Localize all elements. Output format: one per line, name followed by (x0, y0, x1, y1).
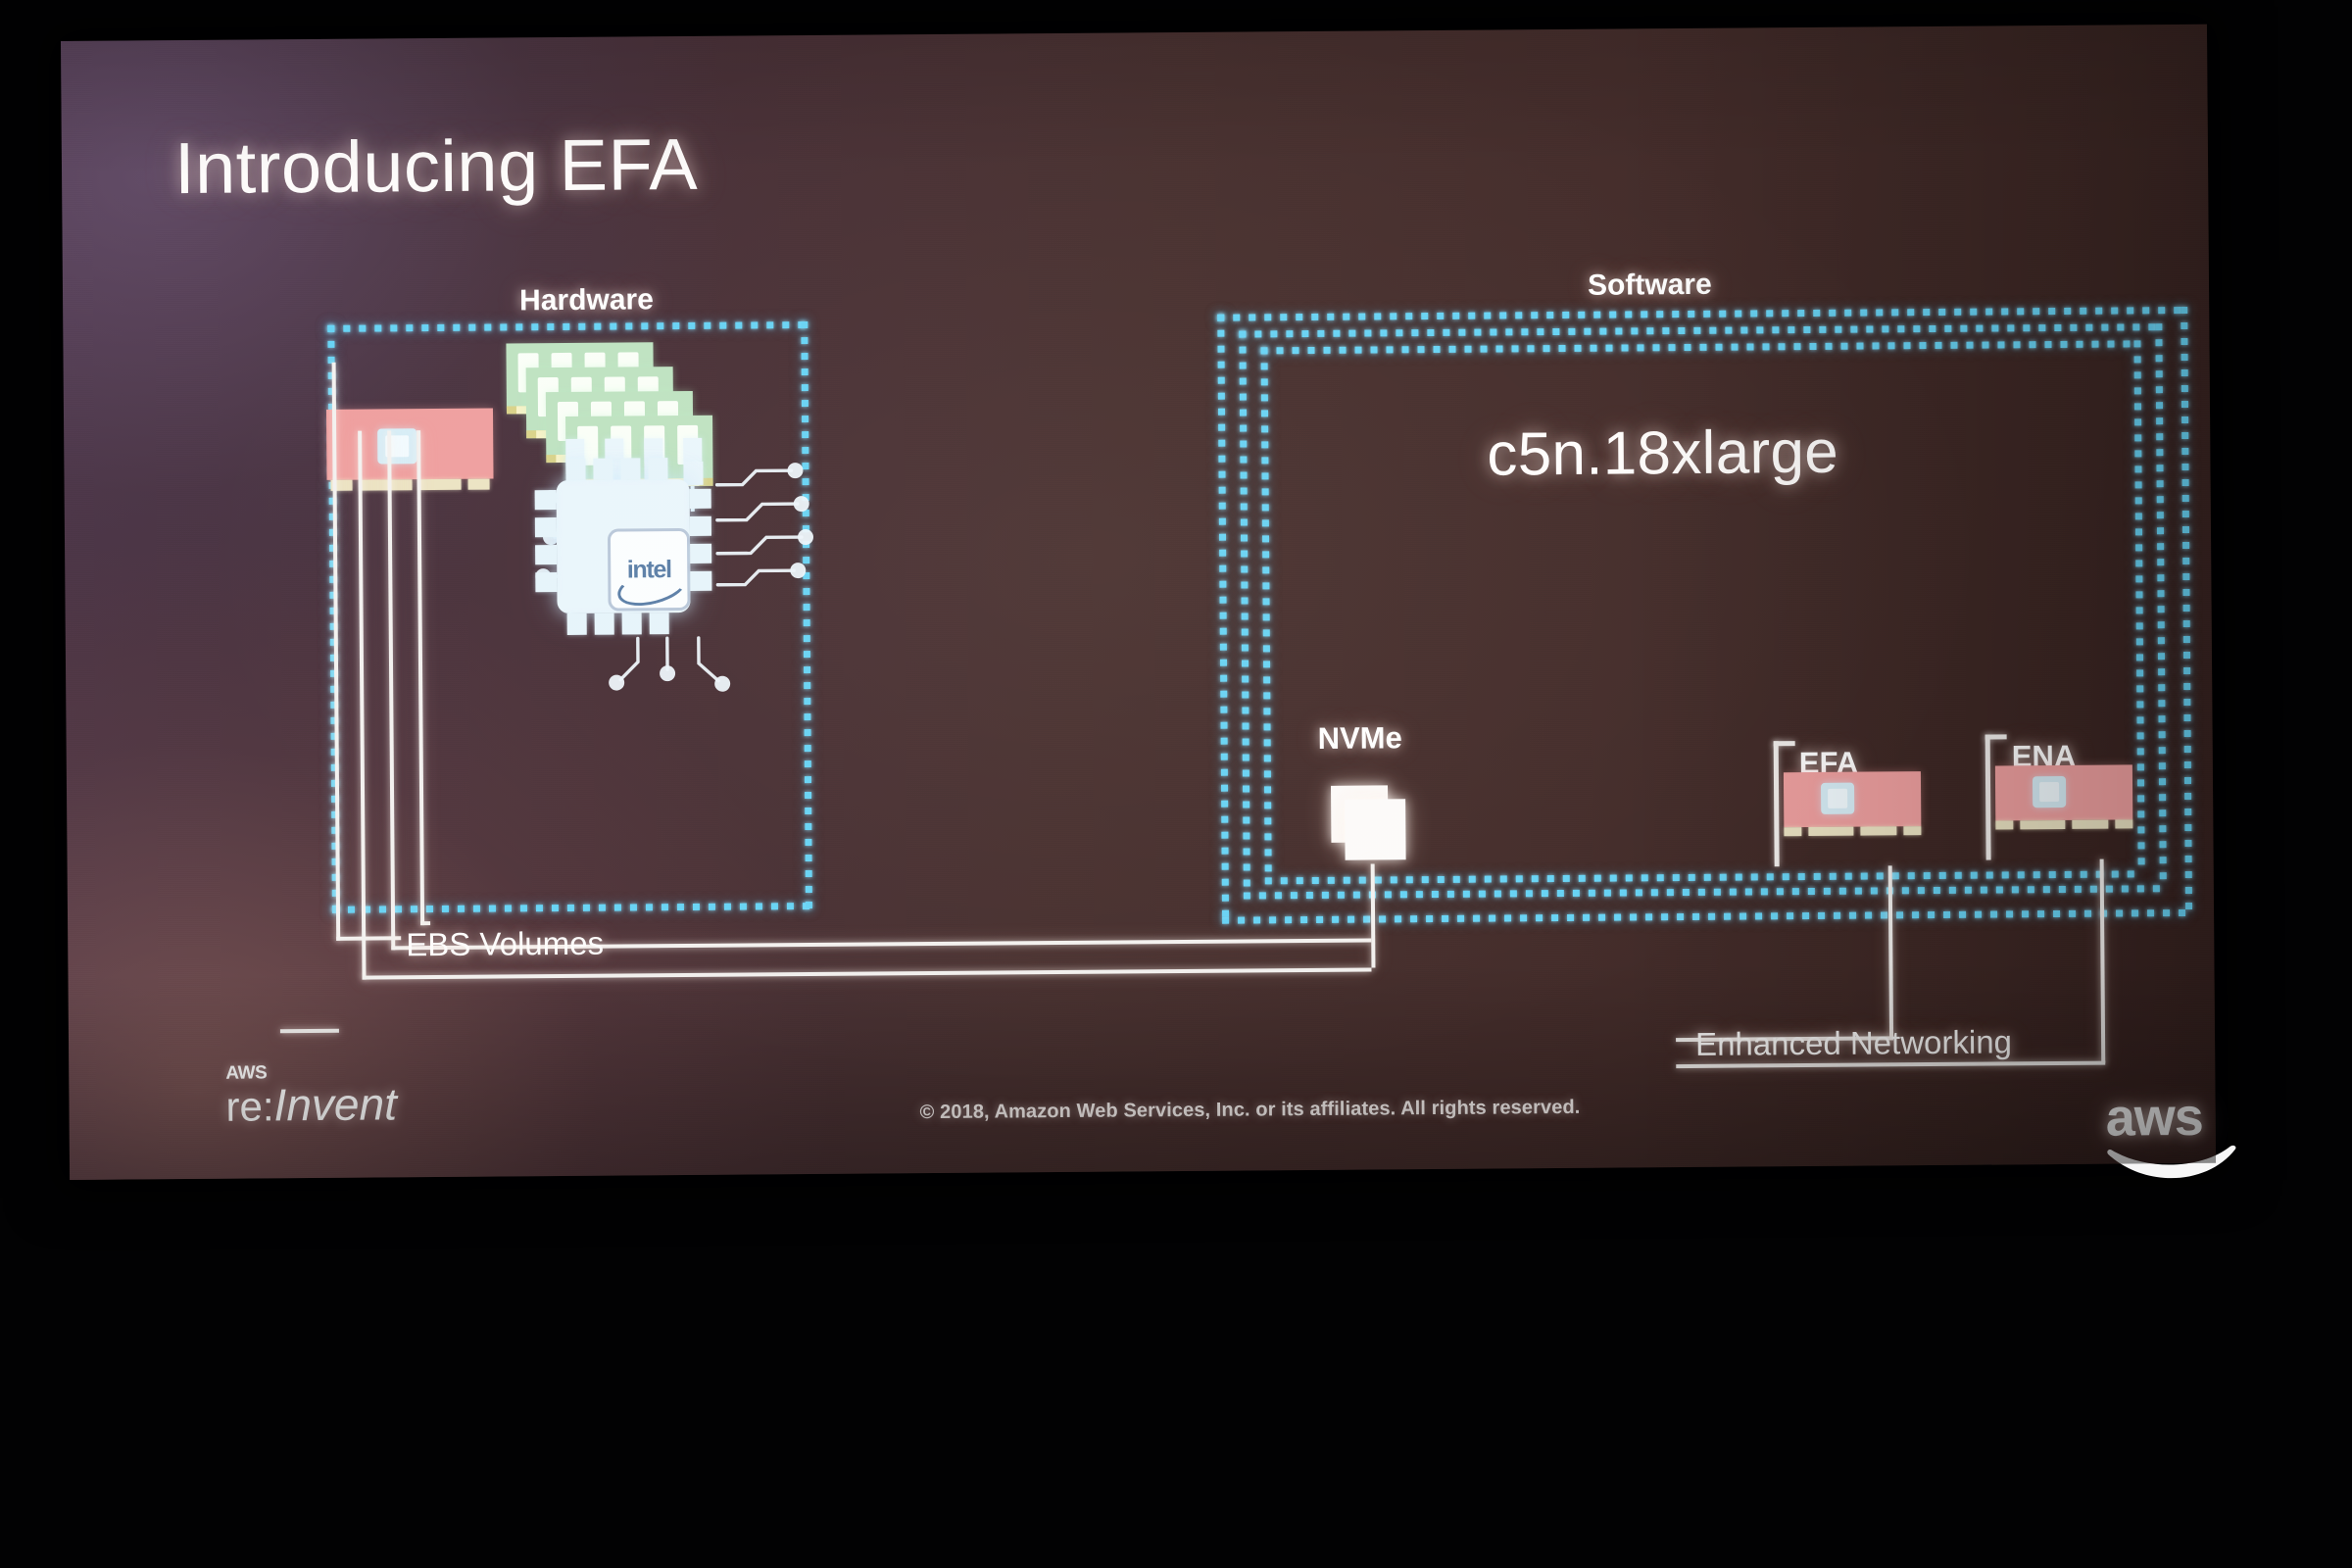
ram-to-cpu-pins (61, 24, 2207, 513)
nvme-square-front (1345, 799, 1406, 860)
cpu-pin (594, 612, 614, 635)
intel-cpu-icon: intel (534, 458, 712, 635)
aws-logo: aws (2105, 1087, 2238, 1186)
cpu-pin (534, 517, 557, 538)
cpu-pin (621, 612, 642, 635)
connector-wire (279, 1028, 339, 1034)
instance-type-label: c5n.18xlarge (1487, 417, 1839, 489)
copyright-notice: © 2018, Amazon Web Services, Inc. or its… (919, 1096, 1581, 1124)
reinvent-invent-text: Invent (273, 1078, 398, 1131)
ebs-volumes-label: EBS Volumes (406, 924, 605, 963)
cpu-pin (648, 458, 668, 480)
cpu-pin (649, 612, 669, 635)
cpu-pin (689, 488, 711, 509)
reinvent-re-text: re: (225, 1083, 274, 1130)
cpu-pin (690, 570, 712, 591)
cpu-body: intel (556, 478, 691, 614)
software-section-label: Software (1587, 268, 1712, 302)
efa-pcie-card (1773, 741, 1922, 867)
enhanced-networking-label: Enhanced Networking (1694, 1023, 2013, 1062)
intel-wordmark: intel (626, 555, 671, 583)
cpu-pin (690, 543, 712, 564)
connector-wire (362, 967, 1372, 980)
pcie-chip-icon (1821, 782, 1855, 814)
hardware-section-label: Hardware (518, 283, 654, 318)
cpu-pin (689, 515, 711, 536)
cpu-pin (534, 490, 557, 511)
pcie-gold-fingers (1995, 819, 2133, 830)
projected-slide: Introducing EFA Hardware Software (61, 24, 2236, 1180)
slide-title: Introducing EFA (173, 122, 699, 210)
aws-smile-icon (2107, 1145, 2236, 1179)
chip-core (1827, 789, 1848, 808)
connector-wire (1370, 863, 1376, 968)
pcie-bracket-top (1984, 734, 2007, 740)
nvme-label: NVMe (1317, 720, 1402, 756)
pcie-bracket (1984, 734, 1991, 860)
cpu-pin (620, 458, 641, 480)
pcie-chip-icon (2032, 775, 2067, 808)
chip-core (2038, 782, 2060, 802)
nvme-icon (1331, 785, 1414, 864)
pcie-chip-icon (377, 428, 417, 465)
connector-wire (420, 921, 431, 926)
pcie-bracket-top (1773, 741, 1795, 747)
ena-pcie-card (1984, 734, 2133, 860)
cpu-pin (593, 458, 613, 480)
cpu-pin (565, 458, 586, 480)
cpu-pin (566, 612, 587, 635)
pcie-gold-fingers (1784, 826, 1922, 837)
cpu-die: intel (607, 527, 691, 612)
aws-wordmark: aws (2105, 1087, 2204, 1148)
cpu-pin (535, 572, 558, 593)
pcie-bracket (1773, 741, 1780, 867)
cpu-pin (535, 545, 558, 565)
connector-wires (61, 24, 2207, 1069)
ram-module-stack (61, 24, 2207, 487)
reinvent-logo: AWS re: Invent (225, 1062, 398, 1131)
